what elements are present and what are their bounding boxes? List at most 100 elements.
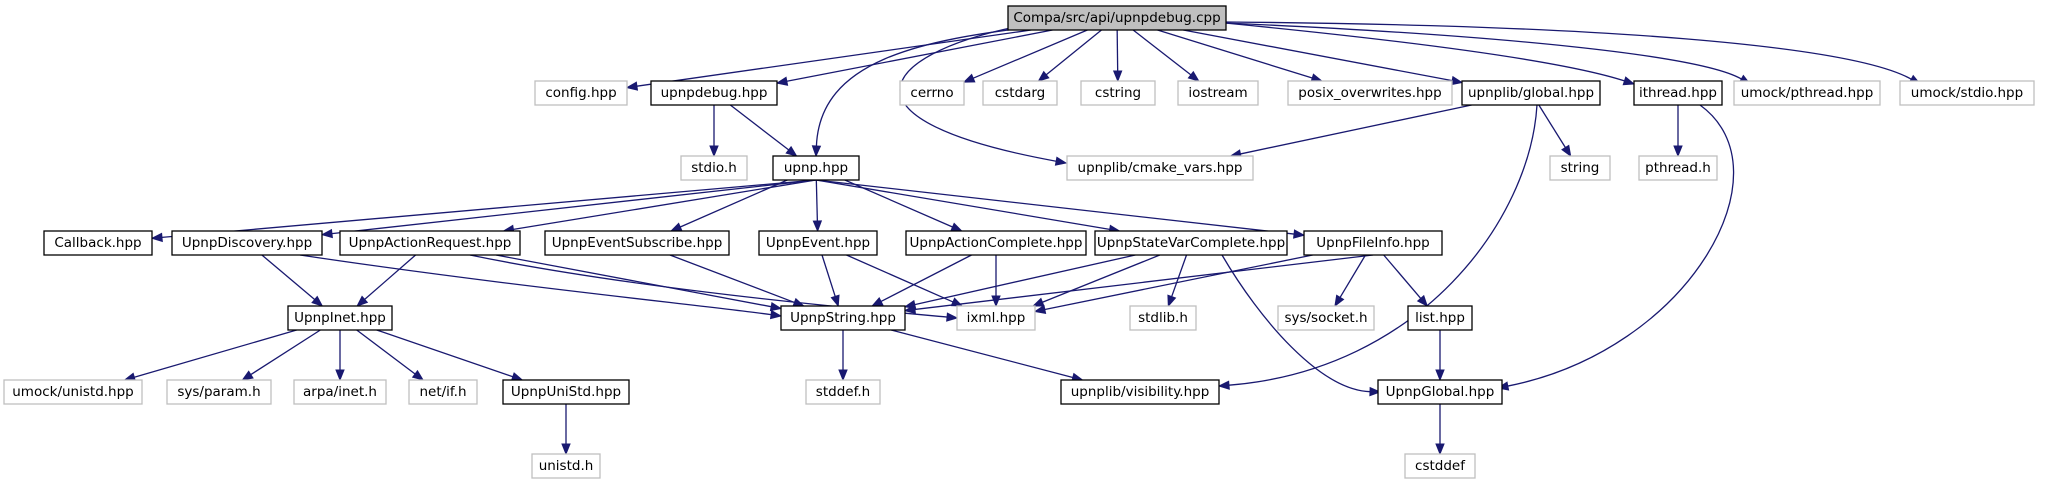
node-umock-unistd: umock/unistd.hpp <box>3 379 143 405</box>
node-stddef-h: stddef.h <box>805 379 881 405</box>
node-label: Compa/src/api/upnpdebug.cpp <box>1013 10 1220 26</box>
node-label: UpnpString.hpp <box>790 310 896 326</box>
node-ithread-hpp[interactable]: ithread.hpp <box>1633 80 1723 106</box>
edge-upnp_hpp-to-discovery_hpp <box>331 179 817 235</box>
node-statevar-hpp[interactable]: UpnpStateVarComplete.hpp <box>1094 230 1288 256</box>
node-inet-hpp[interactable]: UpnpInet.hpp <box>287 305 393 331</box>
edge-root-to-ithread_hpp-arrowhead <box>1622 76 1636 86</box>
node-box <box>1377 379 1503 405</box>
edge-upnp_hpp-to-eventsubscribe_hpp-arrowhead <box>669 222 683 232</box>
edge-discovery_hpp-to-inet_hpp-arrowhead <box>311 295 324 307</box>
node-box <box>534 80 628 106</box>
node-upnpglobal-hpp[interactable]: UpnpGlobal.hpp <box>1377 379 1503 405</box>
edge-upnp_hpp-to-callback_hpp <box>161 179 817 239</box>
edge-root-to-upnpdebug_hpp-arrowhead <box>775 76 789 86</box>
node-label: UpnpFileInfo.hpp <box>1316 235 1429 251</box>
edge-root-to-global_hpp <box>1183 29 1453 82</box>
node-box <box>1549 155 1611 181</box>
edge-upnpstring_hpp-to-visibility_hpp <box>890 329 1074 379</box>
edge-fileinfo_hpp-to-list_hpp-arrowhead <box>1416 294 1429 308</box>
node-box <box>502 379 630 405</box>
node-global-hpp[interactable]: upnplib/global.hpp <box>1461 80 1601 106</box>
edge-upnpstring_hpp-to-stddef_h-arrowhead <box>838 369 848 382</box>
edge-inet_hpp-to-sys_param <box>250 329 321 376</box>
node-callback-hpp[interactable]: Callback.hpp <box>43 230 153 256</box>
node-box <box>171 230 323 256</box>
node-box <box>1060 379 1220 405</box>
node-label: upnplib/global.hpp <box>1468 85 1594 101</box>
node-box <box>982 80 1058 106</box>
node-list-hpp[interactable]: list.hpp <box>1407 305 1473 331</box>
node-label: ithread.hpp <box>1639 85 1717 101</box>
node-eventsubscribe-hpp[interactable]: UpnpEventSubscribe.hpp <box>544 230 730 256</box>
edge-upnpevent_hpp-to-upnpstring_hpp-arrowhead <box>830 294 840 308</box>
edge-upnp_hpp-to-eventsubscribe_hpp <box>679 179 788 228</box>
edge-root-to-cstdarg-arrowhead <box>1037 70 1050 82</box>
node-box <box>1066 155 1254 181</box>
edge-inet_hpp-to-net_if <box>356 329 416 375</box>
node-box <box>1287 80 1453 106</box>
node-label: iostream <box>1188 85 1247 101</box>
node-iostream: iostream <box>1177 80 1259 106</box>
node-actionrequest-hpp[interactable]: UpnpActionRequest.hpp <box>339 230 521 256</box>
node-net-if: net/if.h <box>408 379 478 405</box>
node-label: UpnpStateVarComplete.hpp <box>1097 235 1285 251</box>
node-unistd-h: unistd.h <box>531 453 601 479</box>
edge-actionrequest_hpp-to-ixml_hpp-arrowhead <box>946 312 959 322</box>
edge-actionrequest_hpp-to-inet_hpp-arrowhead <box>356 295 369 307</box>
edge-fileinfo_hpp-to-upnpstring_hpp <box>914 254 1374 311</box>
node-label: upnplib/visibility.hpp <box>1071 384 1210 400</box>
edge-root-to-global_hpp-arrowhead <box>1450 75 1464 86</box>
node-box <box>680 155 748 181</box>
node-label: Callback.hpp <box>54 235 141 251</box>
node-discovery-hpp[interactable]: UpnpDiscovery.hpp <box>171 230 323 256</box>
node-root[interactable]: Compa/src/api/upnpdebug.cpp <box>1007 5 1227 31</box>
node-upnp-hpp[interactable]: upnp.hpp <box>772 155 860 181</box>
node-label: UpnpDiscovery.hpp <box>182 235 312 251</box>
edge-actionrequest_hpp-to-ixml_hpp <box>469 254 948 318</box>
edge-global_hpp-to-cmake_vars <box>1240 104 1472 155</box>
edge-upnp_hpp-to-upnpevent_hpp-arrowhead <box>812 220 823 233</box>
edge-upnp_hpp-to-upnpevent_hpp <box>815 179 819 222</box>
node-label: arpa/inet.h <box>303 384 377 400</box>
node-box <box>287 305 393 331</box>
edge-root-to-cstring <box>1116 29 1119 72</box>
node-label: UpnpActionRequest.hpp <box>349 235 512 251</box>
node-box <box>805 379 881 405</box>
node-box <box>1094 230 1288 256</box>
edge-upnpdebug_hpp-to-stdio_h-arrowhead <box>709 145 719 158</box>
node-label: net/if.h <box>419 384 466 400</box>
node-box <box>1461 80 1601 106</box>
edge-root-to-cerrno-arrowhead <box>962 73 976 83</box>
node-cerrno: cerrno <box>899 80 965 106</box>
node-box <box>1638 155 1718 181</box>
node-upnpevent-hpp[interactable]: UpnpEvent.hpp <box>758 230 878 256</box>
edge-inet_hpp-to-sys_param-arrowhead <box>241 370 254 381</box>
edge-upnp_hpp-to-callback_hpp-arrowhead <box>150 232 163 243</box>
node-actioncomplete-hpp[interactable]: UpnpActionComplete.hpp <box>905 230 1087 256</box>
node-fileinfo-hpp[interactable]: UpnpFileInfo.hpp <box>1303 230 1443 256</box>
node-box <box>531 453 601 479</box>
node-upnpdebug-hpp[interactable]: upnpdebug.hpp <box>650 80 778 106</box>
edge-upnp_hpp-to-discovery_hpp-arrowhead <box>320 228 333 239</box>
node-label: cstring <box>1095 85 1141 101</box>
node-stdlib-h: stdlib.h <box>1129 305 1197 331</box>
edge-global_hpp-to-visibility_hpp-arrowhead <box>1217 380 1230 390</box>
edge-upnpevent_hpp-to-upnpstring_hpp <box>821 254 836 297</box>
edge-fileinfo_hpp-to-ixml_hpp <box>1044 254 1313 311</box>
edge-global_hpp-to-string-arrowhead <box>1561 144 1572 158</box>
node-cstdarg: cstdarg <box>982 80 1058 106</box>
edge-statevar_hpp-to-upnpstring_hpp <box>914 254 1136 306</box>
node-upnpstring-hpp[interactable]: UpnpString.hpp <box>780 305 906 331</box>
edge-root-to-config_hpp-arrowhead <box>625 81 639 91</box>
node-label: stdio.h <box>691 160 737 176</box>
edge-actionrequest_hpp-to-inet_hpp <box>364 254 417 300</box>
edge-global_hpp-to-string <box>1538 104 1566 148</box>
edge-statevar_hpp-to-stdlib_h <box>1171 254 1188 297</box>
edge-statevar_hpp-to-ixml_hpp <box>1042 254 1161 303</box>
node-sys-param: sys/param.h <box>166 379 272 405</box>
node-unistd-hpp[interactable]: UpnpUniStd.hpp <box>502 379 630 405</box>
node-visibility-hpp[interactable]: upnplib/visibility.hpp <box>1060 379 1220 405</box>
